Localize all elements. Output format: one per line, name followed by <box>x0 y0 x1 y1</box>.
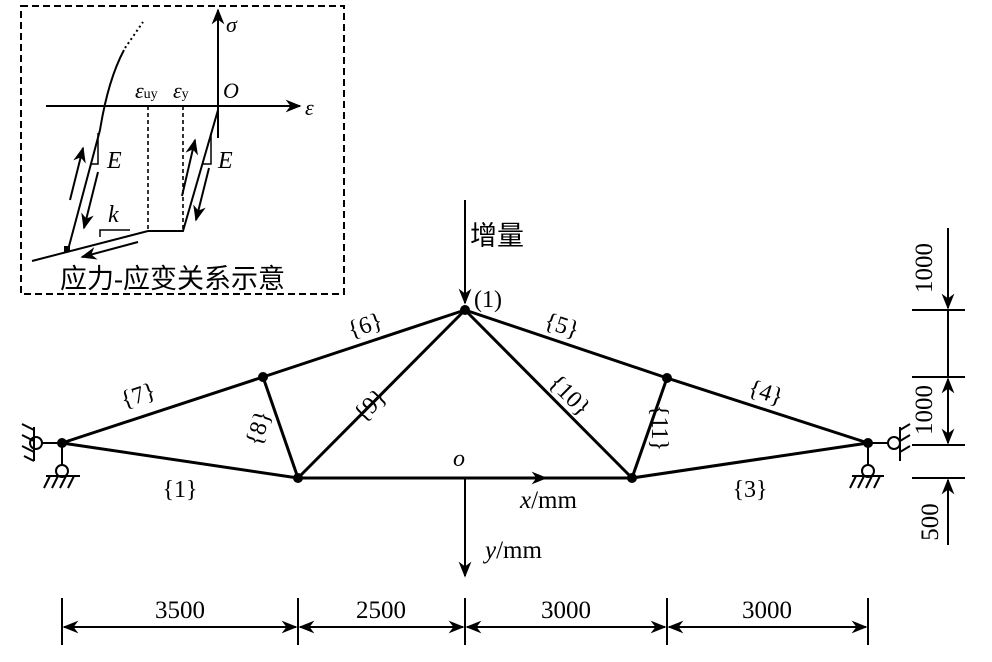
unloading-path <box>31 109 219 262</box>
x-axis-label: x/mm <box>519 487 578 514</box>
member-label-7: {7} <box>118 378 159 414</box>
node <box>627 473 637 483</box>
member-7 <box>61 375 264 445</box>
k-label: k <box>108 202 119 228</box>
dim-v-1000-a: 1000 <box>911 243 938 293</box>
member-labels: {1} {3} {4} {5} {6} {7} {8} {9} {10} {11… <box>118 308 787 503</box>
member-9 <box>296 308 467 480</box>
member-label-8: {8} <box>241 408 277 449</box>
origin-o-label: o <box>453 446 465 472</box>
origin-label: O <box>223 78 239 103</box>
member-11 <box>630 377 669 479</box>
dim-v-500: 500 <box>917 503 944 541</box>
y-axis-label: y/mm <box>482 537 543 564</box>
stress-strain-inset: σ ε O εuy εy E E k 应力-应变关系示意 <box>20 5 345 295</box>
node <box>258 372 268 382</box>
slope-triangle-right <box>202 133 212 165</box>
dim-3000-b: 3000 <box>742 597 792 624</box>
member-4 <box>666 376 869 445</box>
sigma-label: σ <box>226 12 238 37</box>
dim-3000-a: 3000 <box>541 597 591 624</box>
member-8 <box>261 376 300 479</box>
eps-uy-label: εuy <box>135 78 158 103</box>
member-label-11: {11} <box>646 405 672 451</box>
unload-arrow-right <box>193 167 210 222</box>
inset-caption: 应力-应变关系示意 <box>60 264 285 294</box>
member-label-10: {10} <box>543 370 595 422</box>
inset-border <box>20 5 345 295</box>
node <box>662 373 672 383</box>
vertical-dimensions: 1000 1000 500 <box>911 228 965 545</box>
E-label-right: E <box>217 148 233 174</box>
member-3 <box>631 441 869 480</box>
member-10 <box>463 308 634 480</box>
curve-continuation <box>124 21 144 49</box>
reload-arrow-left <box>69 146 86 201</box>
dim-v-1000-b: 1000 <box>911 385 938 435</box>
left-support <box>21 423 80 489</box>
slope-triangle-left <box>91 133 99 165</box>
member-label-1: {1} <box>162 477 197 503</box>
right-support <box>849 423 911 489</box>
node-1-label: (1) <box>474 287 502 313</box>
truss-members <box>61 308 869 480</box>
dim-2500: 2500 <box>356 597 406 624</box>
member-6 <box>262 308 466 379</box>
loading-curve <box>67 49 125 251</box>
break-point <box>64 246 70 252</box>
member-1 <box>61 441 299 480</box>
eps-y-label: εy <box>173 78 189 103</box>
dim-3500: 3500 <box>155 597 205 624</box>
unload-arrow-left <box>81 171 99 230</box>
member-label-3: {3} <box>732 477 767 503</box>
epsilon-label: ε <box>305 95 314 120</box>
member-5 <box>464 308 668 380</box>
softening-arrow <box>80 241 139 260</box>
reload-arrow-right <box>181 138 198 197</box>
load-label: 增量 <box>470 221 524 251</box>
slope-triangle-k <box>99 229 130 237</box>
horizontal-dimensions: 3500 2500 3000 3000 <box>61 597 869 645</box>
node <box>460 305 470 315</box>
E-label-left: E <box>106 148 122 174</box>
node <box>293 473 303 483</box>
